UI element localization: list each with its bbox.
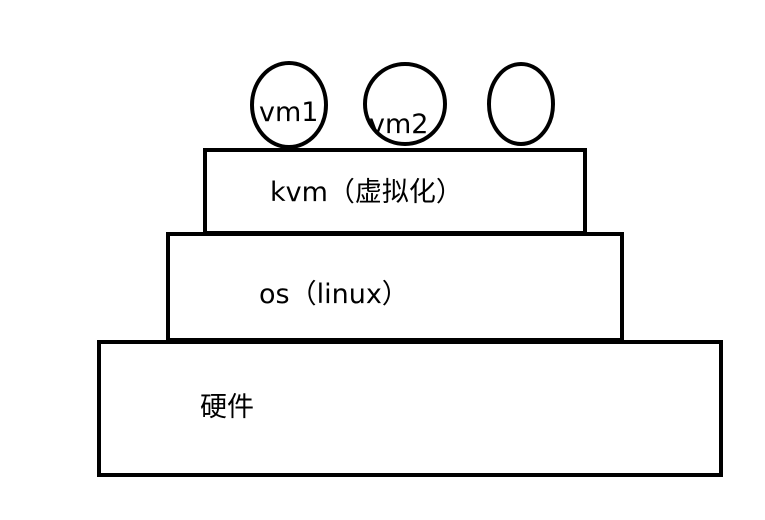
- os-layer: os（linux）: [166, 232, 624, 342]
- hardware-layer: 硬件: [97, 340, 723, 477]
- vm3-node: [487, 62, 555, 146]
- os-label: os（linux）: [259, 279, 409, 310]
- vm1-ellipse: [250, 61, 328, 149]
- vm2-node: vm2: [363, 62, 447, 146]
- vm1-label: vm1: [259, 97, 318, 128]
- vm1-node: vm1: [250, 61, 328, 149]
- os-box: [166, 232, 624, 342]
- kvm-layer: kvm（虚拟化）: [203, 148, 587, 235]
- kvm-box: [203, 148, 587, 235]
- hardware-box: [97, 340, 723, 477]
- vm3-ellipse: [487, 62, 555, 146]
- vm2-label: vm2: [369, 109, 428, 140]
- kvm-label: kvm（虚拟化）: [270, 177, 463, 208]
- vm2-ellipse: [363, 62, 447, 146]
- hardware-label: 硬件: [200, 392, 254, 423]
